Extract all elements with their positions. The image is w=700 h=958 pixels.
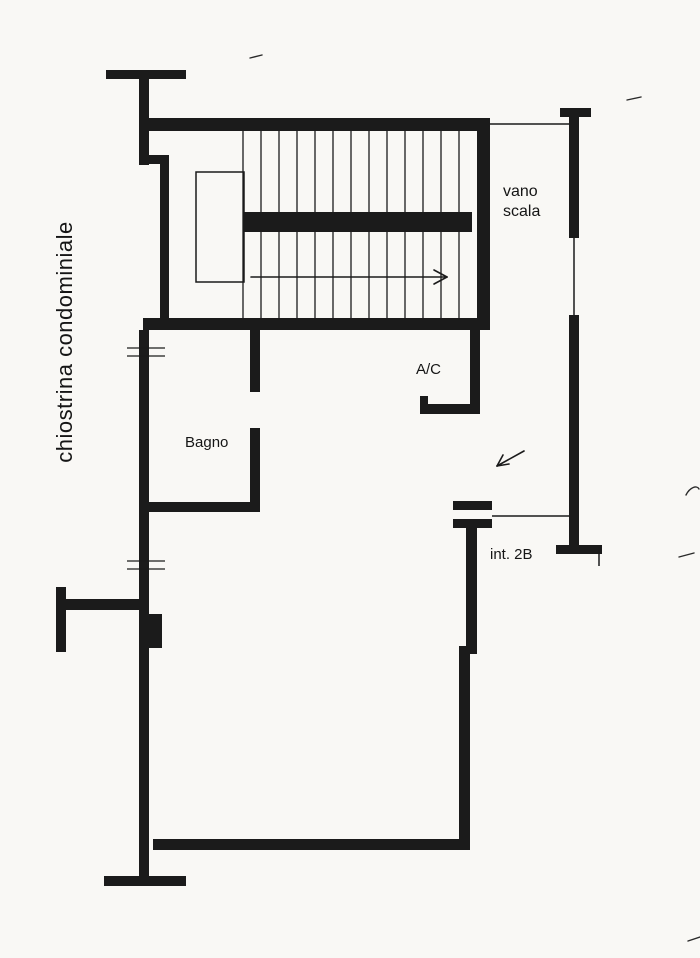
scan-mark: [249, 54, 263, 59]
stair-stringer: [243, 212, 472, 232]
right-apartment-wall: [459, 650, 470, 850]
wall-segment: [160, 155, 169, 330]
understair-wall: [143, 318, 490, 330]
exterior-walls: [56, 70, 602, 886]
staircase: [195, 131, 472, 318]
wall-segment: [139, 70, 149, 165]
ac-niche-wall: [420, 396, 428, 414]
bathroom-label: Bagno: [185, 434, 228, 451]
stairwell-label-line2: scala: [503, 203, 540, 220]
scan-artifacts: [249, 54, 700, 942]
wall-segment: [569, 108, 579, 238]
ac-label: A/C: [416, 361, 441, 378]
ac-niche-wall: [470, 330, 480, 414]
pilaster: [149, 614, 162, 648]
stairwell-label-line1: vano: [503, 183, 538, 200]
entrance-door-jamb: [453, 519, 492, 528]
scan-mark: [685, 486, 700, 496]
stair-direction-arrow-icon: [250, 269, 448, 285]
bathroom-wall: [250, 428, 260, 512]
ac-niche-wall: [420, 404, 480, 414]
stair-top-wall: [149, 118, 490, 131]
entrance-door-jamb: [453, 501, 492, 510]
left-exterior-wall: [139, 330, 149, 612]
bottom-wall: [153, 839, 470, 850]
scan-mark: [626, 96, 642, 101]
wall-segment: [556, 545, 602, 554]
wall-segment: [56, 587, 66, 652]
wall-segment: [139, 155, 169, 164]
wall-segment: [60, 599, 140, 610]
bathroom-wall: [250, 330, 260, 392]
scan-mark: [678, 552, 695, 558]
thin-lines: [127, 123, 600, 570]
left-exterior-wall: [139, 612, 149, 885]
stair-landing: [195, 171, 245, 283]
wall-segment: [569, 315, 579, 547]
wall-segment: [104, 876, 186, 886]
unit-number-label: int. 2B: [490, 546, 533, 563]
scan-mark: [687, 936, 700, 942]
bathroom-wall: [149, 502, 260, 512]
entrance-arrow-icon: [496, 450, 525, 467]
stair-right-wall: [477, 118, 490, 330]
right-apartment-wall: [466, 526, 477, 654]
interior-walls: [149, 330, 492, 528]
courtyard-label: chiostrina condominiale: [52, 221, 77, 462]
